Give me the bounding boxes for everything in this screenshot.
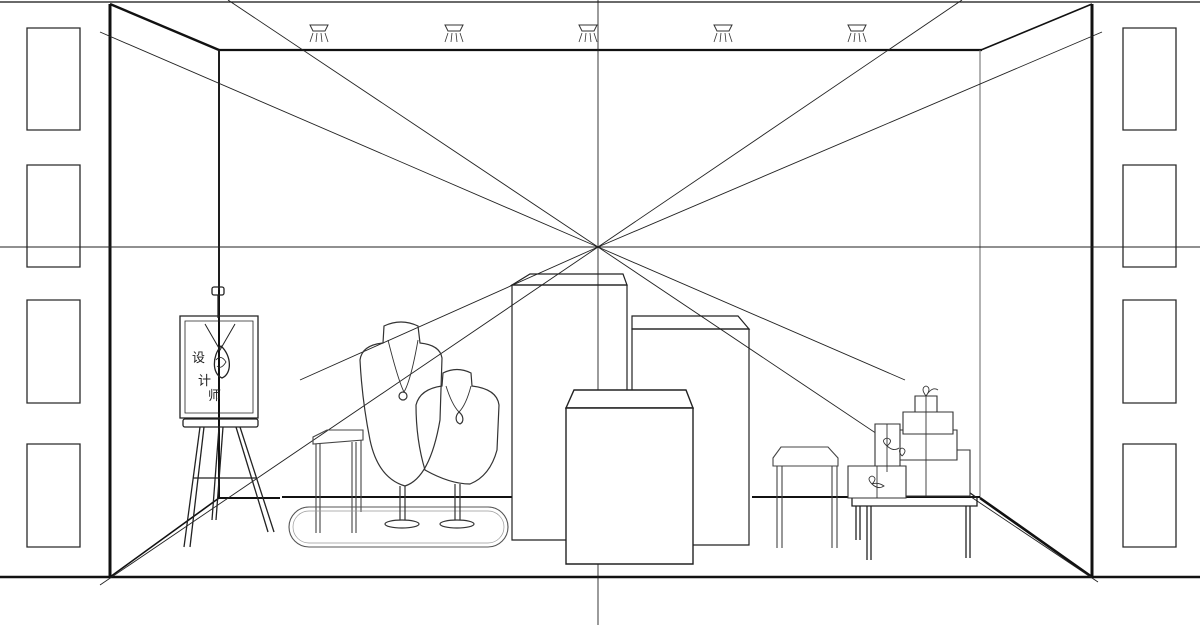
spotlight-beam: [321, 33, 322, 42]
bust-large-base: [385, 520, 419, 528]
floor-right-edge: [980, 498, 1092, 577]
necklace-bust-small: [416, 370, 499, 529]
left-panel-4: [27, 444, 80, 547]
pendant-icon: [214, 346, 229, 378]
room-edges: [110, 4, 1092, 577]
pendant-chain: [205, 324, 235, 350]
spotlight-beam: [848, 33, 851, 42]
spotlight-housing: [714, 25, 732, 31]
easel-board-frame: [180, 316, 258, 418]
bust-small-base: [440, 520, 474, 528]
right-stool-top: [773, 447, 838, 466]
ceiling-spotlight-icon: [310, 25, 328, 42]
ceiling-spotlight-icon: [848, 25, 866, 42]
gift-box-tall: [875, 424, 900, 472]
spotlight-beam: [456, 33, 457, 42]
easel-ledge: [183, 419, 258, 427]
sign-line-3: 师: [208, 389, 221, 404]
spotlight-beam: [714, 33, 717, 42]
left-wall-panels: [27, 28, 80, 547]
spotlight-housing: [310, 25, 328, 31]
left-panel-3: [27, 300, 80, 403]
left-stool-top: [313, 430, 363, 444]
bust-large-pendant: [399, 392, 407, 400]
spotlight-beam: [445, 33, 448, 42]
window-frame: [0, 2, 1200, 577]
spotlight-beam: [451, 33, 452, 42]
guide-upper-left-shallow: [100, 32, 598, 247]
easel-leg-center-inner: [216, 427, 223, 520]
left-panel-1: [27, 28, 80, 130]
ceiling-spotlight-icon: [714, 25, 732, 42]
guide-upper-right-shallow: [598, 32, 1102, 247]
floor-left-edge: [110, 498, 219, 577]
ribbon-bow-middle: [900, 448, 906, 456]
plinth-medium-top: [632, 316, 749, 329]
plinth-front: [566, 390, 693, 564]
ceiling-right-edge: [981, 4, 1092, 50]
spotlight-beam: [579, 33, 582, 42]
right-panel-1: [1123, 28, 1176, 130]
spotlight-beam: [863, 33, 866, 42]
spotlight-beam: [316, 33, 317, 42]
easel-leg-center: [212, 427, 219, 520]
easel-leg-right: [240, 427, 274, 532]
gift-table: [852, 490, 977, 560]
guide-lower-right-long: [598, 247, 1098, 582]
right-panel-2: [1123, 165, 1176, 267]
guide-lower-left-long: [100, 247, 598, 585]
necklace-bust-large: [360, 322, 442, 528]
ceiling-spotlight-icon: [445, 25, 463, 42]
guide-upper-left-steep: [228, 0, 598, 247]
bust-small-body: [416, 370, 499, 485]
spotlight-beam: [325, 33, 328, 42]
spotlight-housing: [848, 25, 866, 31]
left-stool: [313, 430, 363, 533]
ribbon-bow-top: [923, 386, 938, 396]
spotlight-beam: [720, 33, 721, 42]
easel-leg-left: [184, 427, 200, 547]
spotlight-beam: [460, 33, 463, 42]
bust-display-tray: [289, 507, 508, 547]
bust-small-pendant: [456, 412, 463, 424]
right-panel-3: [1123, 300, 1176, 403]
sign-line-1: 设: [192, 351, 205, 366]
easel-leg-left-inner: [190, 427, 204, 547]
easel-board-inner: [185, 321, 253, 413]
spotlight-beam: [590, 33, 591, 42]
right-wall-panels: [1123, 28, 1176, 547]
spotlight-beam: [859, 33, 860, 42]
guide-lower-right-short: [598, 247, 905, 380]
guide-upper-right-steep: [598, 0, 962, 247]
spotlight-beam: [310, 33, 313, 42]
right-panel-4: [1123, 444, 1176, 547]
spotlight-beam: [594, 33, 597, 42]
spotlight-housing: [445, 25, 463, 31]
bust-large-body: [360, 322, 442, 486]
spotlight-beam: [729, 33, 732, 42]
plinth-front-top: [566, 390, 693, 408]
sign-line-2: 计: [198, 374, 211, 389]
spotlight-beam: [854, 33, 855, 42]
ceiling-lights: [310, 25, 866, 42]
easel-sign-text: 设 计 师: [192, 351, 221, 404]
ribbon-bow-tall: [884, 438, 900, 450]
gift-box-upper: [903, 412, 953, 434]
spotlight-housing: [579, 25, 597, 31]
ceiling-spotlight-icon: [579, 25, 597, 42]
gift-ribbons: [869, 386, 938, 498]
spotlight-beam: [725, 33, 726, 42]
plinth-front-body: [566, 408, 693, 564]
bust-display-tray-inner: [293, 511, 504, 543]
ribbon-bow-front: [869, 476, 884, 488]
left-panel-2: [27, 165, 80, 267]
spotlight-beam: [585, 33, 586, 42]
easel-leg-right-inner: [236, 427, 268, 532]
right-stool: [773, 447, 838, 548]
pendant-pattern: [216, 357, 226, 367]
ceiling-left-edge: [110, 4, 219, 50]
guide-lower-left-short: [300, 247, 598, 380]
easel: [180, 50, 274, 547]
